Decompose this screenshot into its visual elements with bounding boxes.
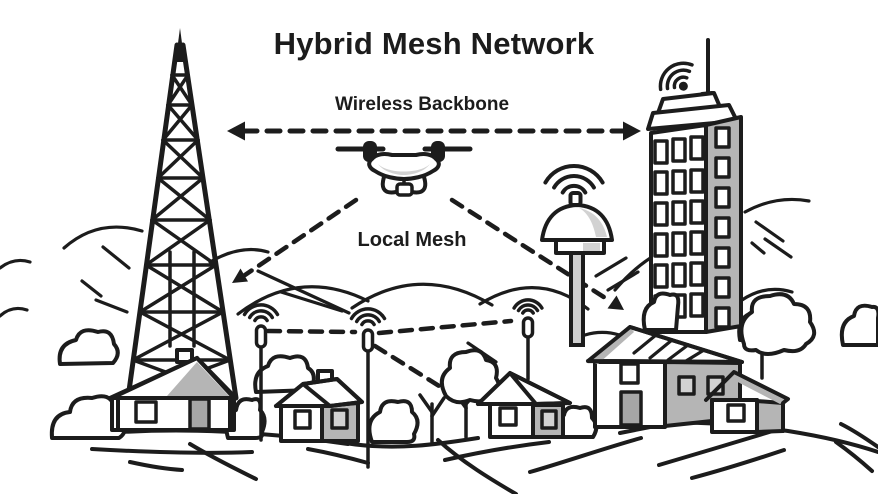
window (540, 409, 558, 430)
mesh-pole-a (242, 303, 280, 442)
office-building (646, 38, 743, 334)
window (330, 408, 349, 430)
rooftop-antenna-pole (512, 298, 544, 381)
house-center (274, 369, 364, 443)
window (134, 400, 158, 424)
drone (335, 141, 473, 197)
local-mesh-label: Local Mesh (357, 229, 467, 251)
door (188, 397, 211, 431)
page-title: Hybrid Mesh Network (273, 26, 595, 61)
link-pole-b-to-house (372, 343, 455, 397)
window (498, 406, 518, 427)
bush (367, 399, 420, 444)
window (293, 409, 312, 430)
radio-tower (125, 28, 239, 401)
window (726, 403, 746, 423)
backbone-arrow (227, 121, 641, 141)
bush (641, 291, 681, 332)
tree-right (739, 292, 817, 380)
bushes-and-trees (49, 303, 878, 444)
mesh-pole-b (349, 307, 387, 469)
house-large (586, 325, 744, 429)
wifi-icon (543, 164, 605, 195)
lamp-pole (569, 251, 585, 347)
door (619, 390, 643, 427)
building-windows-front (653, 135, 705, 320)
arrowhead-left (227, 121, 245, 141)
house-small (704, 370, 790, 434)
building-windows-side (714, 126, 731, 329)
antenna-head (521, 316, 535, 339)
wifi-icon (658, 61, 694, 92)
roof-hatching (632, 333, 706, 363)
link-drone-to-tower (242, 197, 359, 278)
window (677, 375, 696, 396)
lamp-dome (540, 203, 614, 242)
arrowhead-down-left (232, 268, 248, 283)
bush (839, 303, 878, 347)
antenna-head (254, 324, 268, 349)
arrowhead-building (607, 295, 624, 310)
house-under-tower (108, 348, 238, 432)
link-pole-b-to-c (376, 318, 514, 336)
window (619, 362, 640, 385)
house-with-antenna (476, 298, 572, 439)
link-pole-a-to-b (265, 328, 358, 335)
backbone-label: Wireless Backbone (334, 94, 510, 115)
wifi-icon (242, 303, 280, 323)
wifi-icon (349, 307, 387, 327)
arrowhead-right (623, 121, 641, 141)
antenna-head (361, 328, 375, 353)
round-tree (439, 348, 501, 439)
drone-camera (395, 182, 414, 197)
wifi-icon (512, 298, 544, 315)
bare-tree (418, 393, 446, 444)
street-lamp-antenna (540, 164, 614, 347)
